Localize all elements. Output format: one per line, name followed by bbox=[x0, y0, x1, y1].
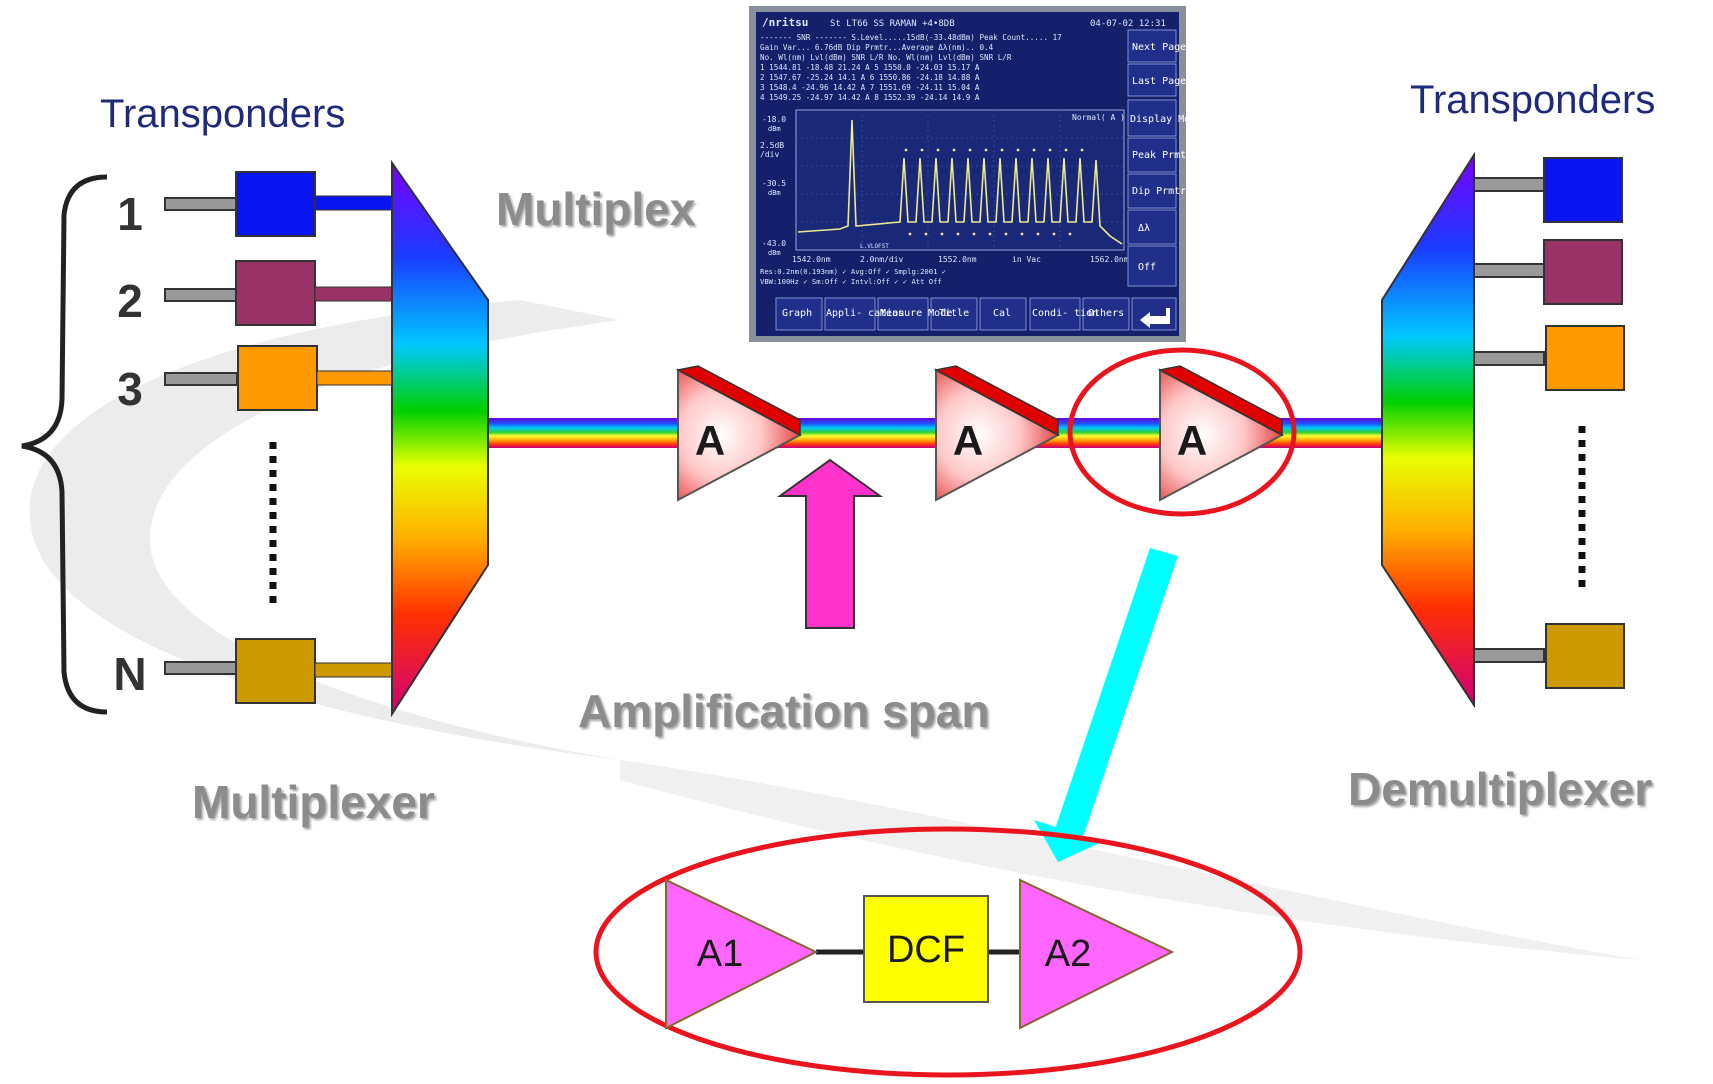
osa-row-2: Gain Var... 6.76dB Dip Prmtr...Average Δ… bbox=[760, 43, 994, 52]
osa-brand: /nritsu bbox=[762, 16, 808, 29]
detail-highlight-ring bbox=[593, 826, 1303, 1078]
detail-amplifier-a2-label: A2 bbox=[1045, 933, 1091, 975]
osa-spectrum-trace bbox=[797, 119, 1123, 245]
osa-x-div: 2.0nm/div bbox=[860, 255, 904, 264]
amplification-span-arrow bbox=[776, 458, 884, 629]
osa-return-icon bbox=[1140, 308, 1170, 328]
osa-tab-6: Condi- tion bbox=[1032, 308, 1098, 319]
osa-y-div-unit: /div bbox=[760, 150, 779, 159]
amplifier-1-label: A bbox=[695, 417, 725, 464]
osa-plot-area bbox=[795, 109, 1125, 251]
multiplexer-prism bbox=[391, 159, 489, 718]
osa-row-6: 3 1548.4 -24.96 14.42 A 7 1551.69 -24.11… bbox=[760, 83, 980, 92]
transponder-left-2 bbox=[164, 260, 393, 326]
transponder-right-3 bbox=[1473, 325, 1625, 391]
osa-y-mid: -30.5 bbox=[762, 179, 786, 188]
osa-x-end: 1562.0nm bbox=[1090, 255, 1129, 264]
osa-x-start: 1542.0nm bbox=[792, 255, 831, 264]
demultiplexer-label: Demultiplexer bbox=[1348, 763, 1653, 815]
osa-row-3: No. Wl(nm) Lvl(dBm) SNR L/R No. Wl(nm) L… bbox=[760, 53, 1012, 62]
transponder-right-n bbox=[1473, 623, 1625, 689]
transponders-left-label: Transponders bbox=[100, 92, 346, 136]
channels-brace bbox=[21, 174, 108, 715]
transponder-left-1 bbox=[164, 171, 393, 237]
osa-side-key-6: Δλ bbox=[1138, 223, 1150, 234]
osa-tab-5: Cal bbox=[993, 308, 1011, 319]
amplifier-2-label: A bbox=[953, 417, 983, 464]
detail-dcf-label: DCF bbox=[887, 929, 965, 971]
transponder-left-n bbox=[164, 638, 393, 704]
transponder-right-1 bbox=[1473, 157, 1623, 223]
osa-row-5: 2 1547.67 -25.24 14.1 A 6 1550.86 -24.18… bbox=[760, 73, 980, 82]
osa-datetime: 04-07-02 12:31 bbox=[1090, 19, 1166, 29]
channel-number-n: N bbox=[113, 648, 146, 700]
amplifier-3-label: A bbox=[1177, 417, 1207, 464]
osa-mode: Normal( A ) bbox=[1072, 113, 1125, 122]
multiplex-label: Multiplex bbox=[496, 183, 696, 235]
osa-row-1: ------- SNR ------- S.Level.....15dB(-33… bbox=[760, 33, 1062, 42]
osa-y-top: -18.0 bbox=[762, 115, 786, 124]
osa-marker: L.VLOFST bbox=[860, 243, 889, 250]
osa-row-4: 1 1544.81 -18.48 21.24 A 5 1550.0 -24.03… bbox=[760, 63, 980, 72]
multiplexer-label: Multiplexer bbox=[192, 776, 435, 828]
osa-side-key-2: Last Page bbox=[1132, 76, 1186, 87]
osa-side-keys: Next Page Last Page Display Mode Peak Pr… bbox=[1127, 29, 1202, 287]
amplifier-1: A bbox=[675, 365, 803, 502]
detail-amplifier-a2: A2 bbox=[1019, 878, 1175, 1030]
osa-side-key-7: Off bbox=[1138, 262, 1156, 273]
amplifier-2: A bbox=[933, 365, 1061, 502]
osa-status-1: Res:0.2nm(0.193nm) ✓ Avg:Off ✓ Smplg:200… bbox=[760, 267, 946, 276]
osa-y-top-unit: dBm bbox=[768, 125, 781, 133]
amplification-span-label: Amplification span bbox=[578, 685, 990, 737]
osa-side-key-5: Dip Prmtr bbox=[1132, 186, 1186, 197]
amplifier-3: A bbox=[1157, 365, 1285, 502]
detail-amplifier-a1-label: A1 bbox=[697, 933, 743, 975]
osa-status-2: VBW:100Hz ✓ Sm:Off ✓ Intvl:Off ✓ ✓ Att O… bbox=[760, 277, 942, 286]
osa-y-bot: -43.0 bbox=[762, 239, 786, 248]
transponders-right-label: Transponders bbox=[1410, 78, 1656, 122]
detail-dcf-box: DCF bbox=[863, 895, 989, 1003]
demultiplexer-prism bbox=[1381, 151, 1475, 709]
background-swoosh bbox=[29, 300, 1640, 960]
osa-side-key-3: Display Mode bbox=[1130, 114, 1202, 125]
osa-tab-1: Graph bbox=[782, 308, 812, 319]
transponder-left-3 bbox=[164, 345, 393, 411]
detail-amplifier-a1: A1 bbox=[665, 878, 819, 1030]
osa-side-key-4: Peak Prmtr bbox=[1132, 150, 1192, 161]
amplifier-highlight-ring bbox=[1067, 347, 1297, 517]
osa-bottom-tabs: Graph Appli- cation Measure Mode Title C… bbox=[775, 297, 1177, 331]
osa-tab-2: Appli- cation bbox=[826, 308, 904, 319]
osa-screenshot: /nritsu St LT66 SS RAMAN +4•8DB 04-07-02… bbox=[749, 6, 1202, 342]
osa-tab-7: Others bbox=[1088, 308, 1124, 319]
osa-side-key-1: Next Page bbox=[1132, 42, 1186, 53]
osa-row-7: 4 1549.25 -24.97 14.42 A 8 1552.39 -24.1… bbox=[760, 93, 980, 102]
osa-tab-4: Title bbox=[939, 308, 969, 319]
detail-pointer-arrow bbox=[1034, 548, 1178, 862]
osa-y-mid-unit: dBm bbox=[768, 189, 781, 197]
osa-x-center: 1552.0nm bbox=[938, 255, 977, 264]
transponder-right-2 bbox=[1473, 239, 1623, 305]
osa-header: St LT66 SS RAMAN +4•8DB bbox=[830, 19, 955, 29]
osa-in-vac: in Vac bbox=[1012, 255, 1041, 264]
osa-y-bot-unit: dBm bbox=[768, 249, 781, 257]
channel-number-1: 1 bbox=[117, 188, 143, 240]
osa-y-div: 2.5dB bbox=[760, 141, 784, 150]
channel-number-2: 2 bbox=[117, 275, 143, 327]
osa-tab-3: Measure Mode bbox=[880, 308, 952, 319]
channel-number-3: 3 bbox=[117, 363, 143, 415]
